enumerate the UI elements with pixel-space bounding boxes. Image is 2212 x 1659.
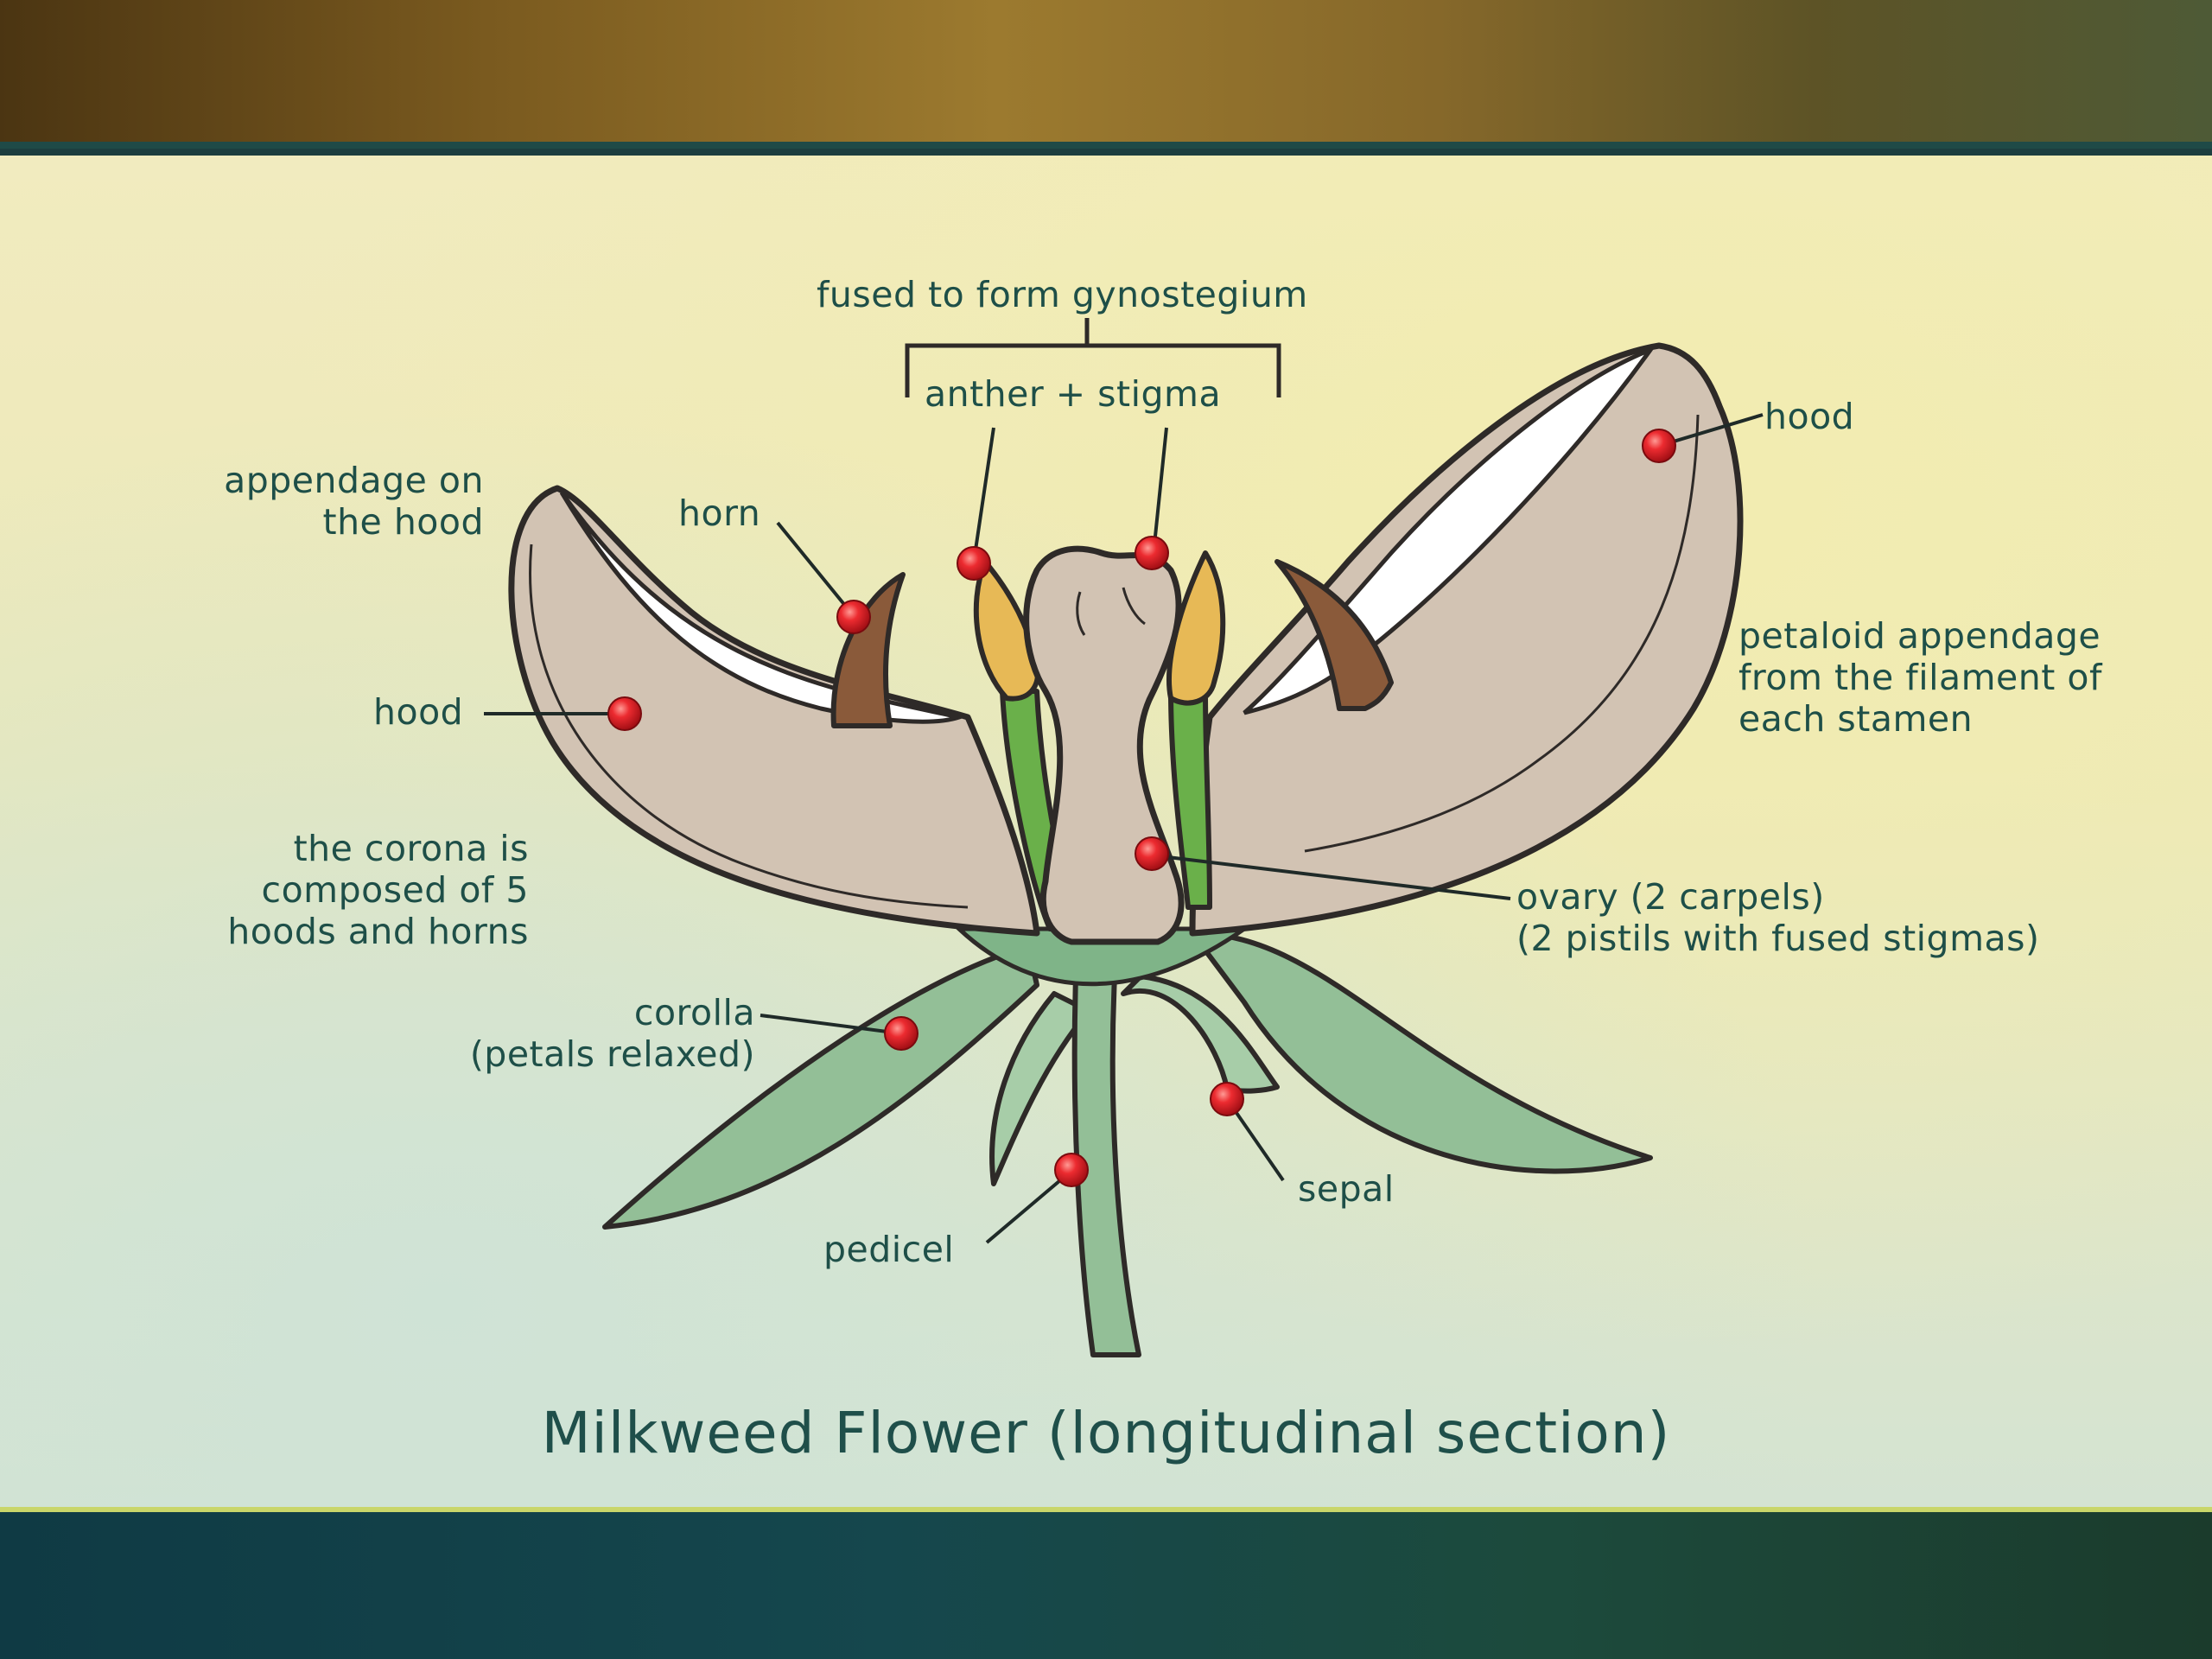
marker-anther xyxy=(957,546,991,581)
label-petaloid-line2: from the filament of xyxy=(1738,657,2102,698)
marker-stigma xyxy=(1135,536,1169,570)
hood-left xyxy=(508,485,1040,937)
markers xyxy=(607,429,1676,1187)
pistil-detail xyxy=(1122,587,1146,626)
pistil xyxy=(1023,545,1185,945)
sepals xyxy=(989,974,1280,1186)
label-ovary-line2: (2 pistils with fused stigmas) xyxy=(1516,918,2040,959)
gynostegium-bracket xyxy=(905,318,1281,397)
horn-right xyxy=(1274,559,1394,711)
leader-lines xyxy=(484,413,1764,1244)
label-corolla-line2: (petals relaxed) xyxy=(469,1033,755,1075)
label-anther-stigma: anther + stigma xyxy=(925,373,1222,415)
label-ovary-line1: ovary (2 carpels) xyxy=(1516,876,1825,918)
receptacle xyxy=(953,926,1251,987)
bottom-band xyxy=(0,1507,2212,1659)
label-corolla-line1: corolla xyxy=(633,992,755,1033)
pistil-detail xyxy=(1076,591,1086,636)
corolla-petal-right xyxy=(1190,931,1653,1174)
label-appendage-line2: the hood xyxy=(322,501,484,543)
label-appendage-line1: appendage on xyxy=(224,460,484,501)
pedicel-stem xyxy=(1071,974,1141,1357)
label-petaloid-line1: petaloid appendage xyxy=(1738,615,2101,657)
label-corona-line3: hoods and horns xyxy=(227,911,529,952)
marker-horn xyxy=(836,600,871,634)
horn-left xyxy=(830,572,906,728)
label-sepal: sepal xyxy=(1298,1168,1395,1210)
marker-hood-left xyxy=(607,696,642,731)
label-corona-line2: composed of 5 xyxy=(261,869,529,911)
marker-pedicel xyxy=(1054,1153,1089,1187)
diagram-title: Milkweed Flower (longitudinal section) xyxy=(541,1400,1671,1466)
corolla xyxy=(602,931,1653,1230)
label-horn: horn xyxy=(678,493,761,534)
marker-corolla xyxy=(884,1016,918,1051)
sepal-right xyxy=(1121,974,1280,1094)
label-pedicel: pedicel xyxy=(823,1229,955,1270)
marker-sepal xyxy=(1210,1082,1244,1116)
label-petaloid-line3: each stamen xyxy=(1738,698,1974,740)
label-hood-right: hood xyxy=(1764,396,1855,437)
label-corona-line1: the corona is xyxy=(293,828,529,869)
top-banner xyxy=(0,0,2212,149)
sepal-left xyxy=(989,991,1091,1186)
label-fused-gynostegium: fused to form gynostegium xyxy=(817,274,1308,315)
label-hood-left: hood xyxy=(373,691,464,733)
marker-ovary xyxy=(1135,836,1169,871)
corolla-petal-left xyxy=(602,944,1039,1230)
stamen-right xyxy=(1166,550,1226,910)
marker-hood-right xyxy=(1642,429,1676,463)
